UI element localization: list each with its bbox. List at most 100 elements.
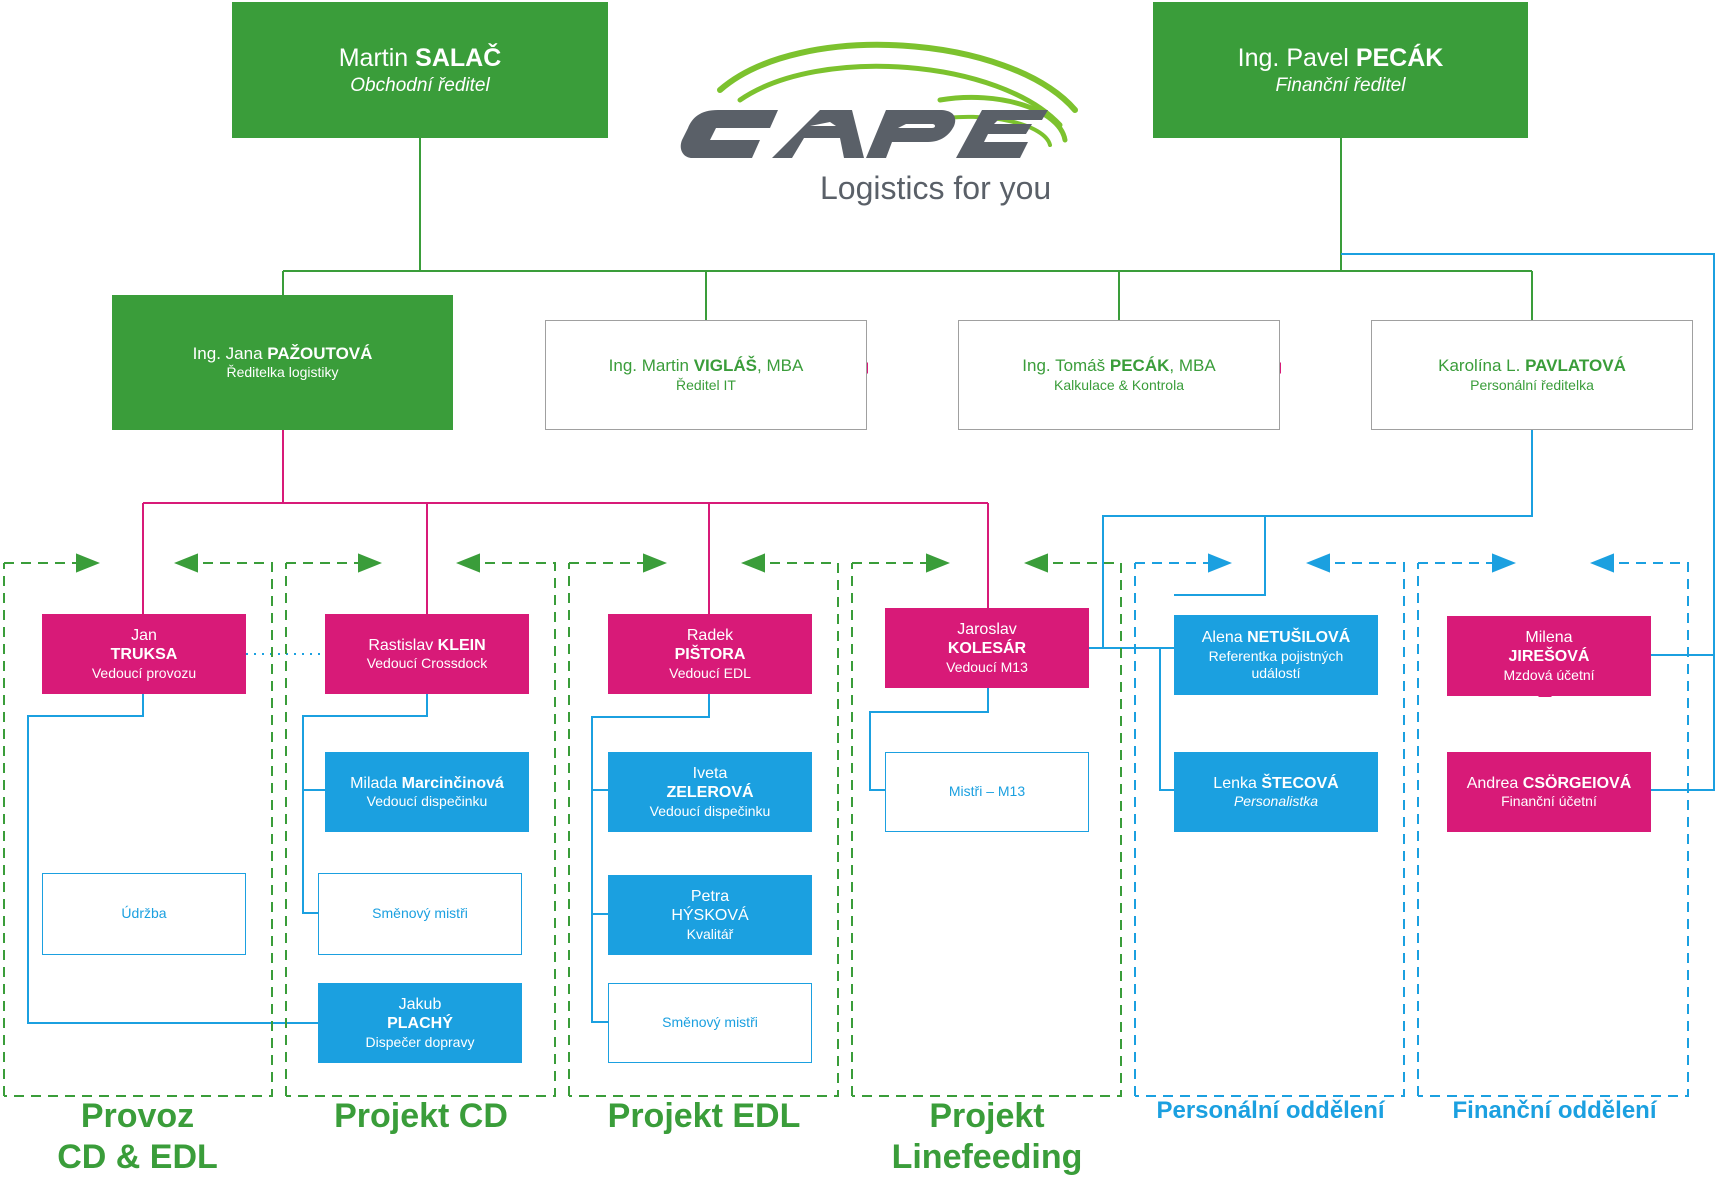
box-smenovy-edl: Směnový mistři	[608, 983, 812, 1063]
dept-provoz-line1: Provoz	[80, 1097, 195, 1135]
pavlatova-first: Karolína L.	[1438, 356, 1526, 376]
udrzba-label: Údržba	[121, 905, 167, 922]
pazoutova-role: Ředitelka logistiky	[226, 364, 339, 381]
viglas-suffix: , MBA	[757, 356, 804, 376]
blue-inner-connectors	[27, 647, 1174, 1024]
box-viglas: Ing. Martin VIGLÁŠ, MBA Ředitel IT	[545, 320, 867, 430]
dept-linefeeding: Projekt Linefeeding	[862, 1096, 1112, 1178]
box-udrzba: Údržba	[42, 873, 246, 955]
hyskova-last: HÝSKOVÁ	[671, 907, 749, 925]
plachy-role: Dispečer dopravy	[365, 1033, 475, 1050]
hyskova-role: Kvalitář	[686, 925, 734, 942]
jiresova-last: JIREŠOVÁ	[1508, 648, 1590, 666]
truksa-last: TRUKSA	[110, 646, 178, 664]
box-zelerova: Iveta ZELEROVÁ Vedoucí dispečinku	[608, 752, 812, 832]
dept-projekt-cd-label: Projekt CD	[334, 1097, 508, 1135]
box-klein: Rastislav KLEIN Vedoucí Crossdock	[325, 614, 529, 694]
pecak-tomas-role: Kalkulace & Kontrola	[1054, 376, 1184, 393]
box-stecova: Lenka ŠTECOVÁ Personalistka	[1174, 752, 1378, 832]
dept-linefeeding-line2: Linefeeding	[891, 1137, 1083, 1176]
dept-provoz: Provoz CD & EDL	[20, 1096, 255, 1178]
box-pecak-pavel: Ing. Pavel PECÁK Finanční ředitel	[1153, 2, 1528, 138]
box-kolesar: Jaroslav KOLESÁR Vedoucí M13	[885, 608, 1089, 688]
box-jiresova: Milena JIREŠOVÁ Mzdová účetní	[1447, 616, 1651, 696]
box-pazoutova: Ing. Jana PAŽOUTOVÁ Ředitelka logistiky	[112, 295, 453, 430]
truksa-role: Vedoucí provozu	[91, 664, 197, 681]
dept-projekt-cd: Projekt CD	[296, 1096, 546, 1137]
plachy-last: PLACHÝ	[387, 1015, 453, 1033]
truksa-first: Jan	[131, 626, 157, 644]
mistri-m13-label: Mistři – M13	[948, 783, 1026, 800]
dept-provoz-line2: CD & EDL	[57, 1137, 218, 1176]
plachy-first: Jakub	[398, 995, 442, 1013]
marcincinova-first: Milada	[350, 774, 402, 792]
marcincinova-role: Vedoucí dispečinku	[366, 793, 488, 810]
logo-slogan: Logistics for you	[820, 170, 1052, 206]
pazoutova-first: Ing. Jana	[192, 343, 268, 363]
dept-financni: Finanční oddělení	[1412, 1097, 1697, 1126]
jiresova-first: Milena	[1525, 628, 1573, 646]
stecova-last: ŠTECOVÁ	[1261, 774, 1339, 792]
stecova-first: Lenka	[1213, 774, 1262, 792]
box-plachy: Jakub PLACHÝ Dispečer dopravy	[318, 983, 522, 1063]
netusilova-role: Referentka pojistných událostí	[1208, 647, 1344, 681]
csorgeiova-last: CSÖRGEIOVÁ	[1522, 774, 1632, 792]
viglas-last: VIGLÁŠ	[693, 356, 758, 376]
netusilova-first: Alena	[1201, 629, 1248, 647]
zelerova-role: Vedoucí dispečinku	[649, 802, 771, 819]
salac-role: Obchodní ředitel	[350, 74, 490, 96]
netusilova-last: NETUŠILOVÁ	[1247, 629, 1351, 647]
blue-department-frames	[1134, 563, 1689, 1097]
box-smenovy-cd: Směnový mistři	[318, 873, 522, 955]
pecak-pavel-last: PECÁK	[1355, 44, 1444, 73]
green-connectors	[282, 138, 1533, 320]
box-csorgeiova: Andrea CSÖRGEIOVÁ Finanční účetní	[1447, 752, 1651, 832]
box-mistri-m13: Mistři – M13	[885, 752, 1089, 832]
pecak-tomas-first: Ing. Tomáš	[1022, 356, 1110, 376]
marcincinova-last: Marcinčinová	[401, 774, 504, 792]
zelerova-first: Iveta	[692, 764, 728, 782]
green-department-frames	[3, 563, 1122, 1097]
pazoutova-last: PAŽOUTOVÁ	[267, 343, 373, 363]
pecak-pavel-role: Finanční ředitel	[1275, 74, 1406, 96]
kolesar-last: KOLESÁR	[947, 640, 1027, 658]
pistora-last: PIŠTORA	[674, 646, 746, 664]
smenovy-cd-label: Směnový mistři	[372, 905, 468, 922]
box-truksa: Jan TRUKSA Vedoucí provozu	[42, 614, 246, 694]
csorgeiova-role: Finanční účetní	[1501, 793, 1597, 810]
kolesar-role: Vedoucí M13	[946, 658, 1028, 675]
pecak-tomas-suffix: , MBA	[1169, 356, 1216, 376]
pistora-first: Radek	[686, 626, 734, 644]
box-pistora: Radek PIŠTORA Vedoucí EDL	[608, 614, 812, 694]
stecova-role: Personalistka	[1233, 793, 1319, 810]
jiresova-role: Mzdová účetní	[1503, 666, 1595, 683]
dept-personalni: Personální oddělení	[1128, 1097, 1413, 1126]
box-marcincinova: Milada Marcinčinová Vedoucí dispečinku	[325, 752, 529, 832]
sape-logo	[680, 41, 1078, 158]
dept-projekt-edl: Projekt EDL	[569, 1096, 839, 1137]
pecak-pavel-first: Ing. Pavel	[1237, 44, 1356, 73]
zelerova-last: ZELEROVÁ	[666, 784, 754, 802]
smenovy-edl-label: Směnový mistři	[662, 1014, 758, 1031]
kolesar-first: Jaroslav	[957, 620, 1017, 638]
viglas-role: Ředitel IT	[676, 376, 736, 393]
pavlatova-role: Personální ředitelka	[1470, 376, 1594, 393]
dept-financni-label: Finanční oddělení	[1452, 1097, 1657, 1124]
pink-connectors	[142, 430, 989, 614]
pecak-tomas-last: PECÁK	[1109, 356, 1170, 376]
salac-last: SALAČ	[415, 44, 502, 73]
box-pavlatova: Karolína L. PAVLATOVÁ Personální ředitel…	[1371, 320, 1693, 430]
dept-projekt-edl-label: Projekt EDL	[607, 1097, 801, 1135]
blue-finance-connector	[1089, 253, 1715, 791]
klein-last: KLEIN	[437, 636, 486, 654]
pavlatova-last: PAVLATOVÁ	[1525, 356, 1626, 376]
klein-role: Vedoucí Crossdock	[366, 655, 488, 672]
viglas-first: Ing. Martin	[608, 356, 694, 376]
box-salac: Martin SALAČ Obchodní ředitel	[232, 2, 608, 138]
pistora-role: Vedoucí EDL	[669, 664, 751, 681]
box-pecak-tomas: Ing. Tomáš PECÁK, MBA Kalkulace & Kontro…	[958, 320, 1280, 430]
salac-first: Martin	[338, 44, 416, 73]
dept-personalni-label: Personální oddělení	[1156, 1097, 1385, 1124]
hyskova-first: Petra	[690, 887, 730, 905]
